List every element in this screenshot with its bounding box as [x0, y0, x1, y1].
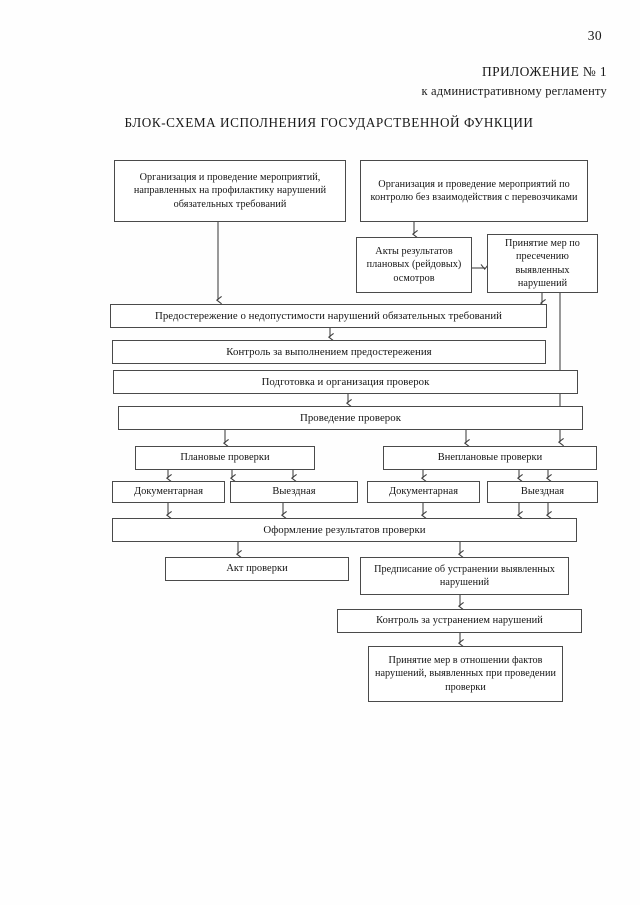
- flowchart-node-n3: Акты результатов плановых (рейдовых) осм…: [356, 237, 472, 293]
- document-title: БЛОК-СХЕМА ИСПОЛНЕНИЯ ГОСУДАРСТВЕННОЙ ФУ…: [124, 115, 534, 130]
- flowchart-node-n10: Внеплановые проверки: [383, 446, 597, 470]
- flowchart-node-n15: Оформление результатов проверки: [112, 518, 577, 542]
- page-number: 30: [587, 28, 602, 43]
- flowchart-node-n17: Предписание об устранении выявленных нар…: [360, 557, 569, 595]
- flowchart-node-n11: Документарная: [112, 481, 225, 503]
- flowchart-node-n1: Организация и проведение мероприятий, на…: [114, 160, 346, 222]
- appendix-heading: ПРИЛОЖЕНИЕ № 1 к административному регла…: [421, 62, 607, 100]
- flowchart-node-n16: Акт проверки: [165, 557, 349, 581]
- flowchart-node-n7: Подготовка и организация проверок: [113, 370, 578, 394]
- flowchart-node-n9: Плановые проверки: [135, 446, 315, 470]
- flowchart-node-n12: Выездная: [230, 481, 358, 503]
- flowchart-node-n6: Контроль за выполнением предостережения: [112, 340, 546, 364]
- flowchart-node-n8: Проведение проверок: [118, 406, 583, 430]
- flowchart-node-n2: Организация и проведение мероприятий по …: [360, 160, 588, 222]
- flowchart-node-n19: Принятие мер в отношении фактов нарушени…: [368, 646, 563, 702]
- flowchart-node-n13: Документарная: [367, 481, 480, 503]
- flowchart-node-n4: Принятие мер по пресечению выявленных на…: [487, 234, 598, 293]
- flowchart-node-n18: Контроль за устранением нарушений: [337, 609, 582, 633]
- appendix-subtitle: к административному регламенту: [421, 83, 607, 98]
- flowchart-node-n14: Выездная: [487, 481, 598, 503]
- appendix-title: ПРИЛОЖЕНИЕ № 1: [482, 64, 607, 79]
- flowchart-node-n5: Предостережение о недопустимости нарушен…: [110, 304, 547, 328]
